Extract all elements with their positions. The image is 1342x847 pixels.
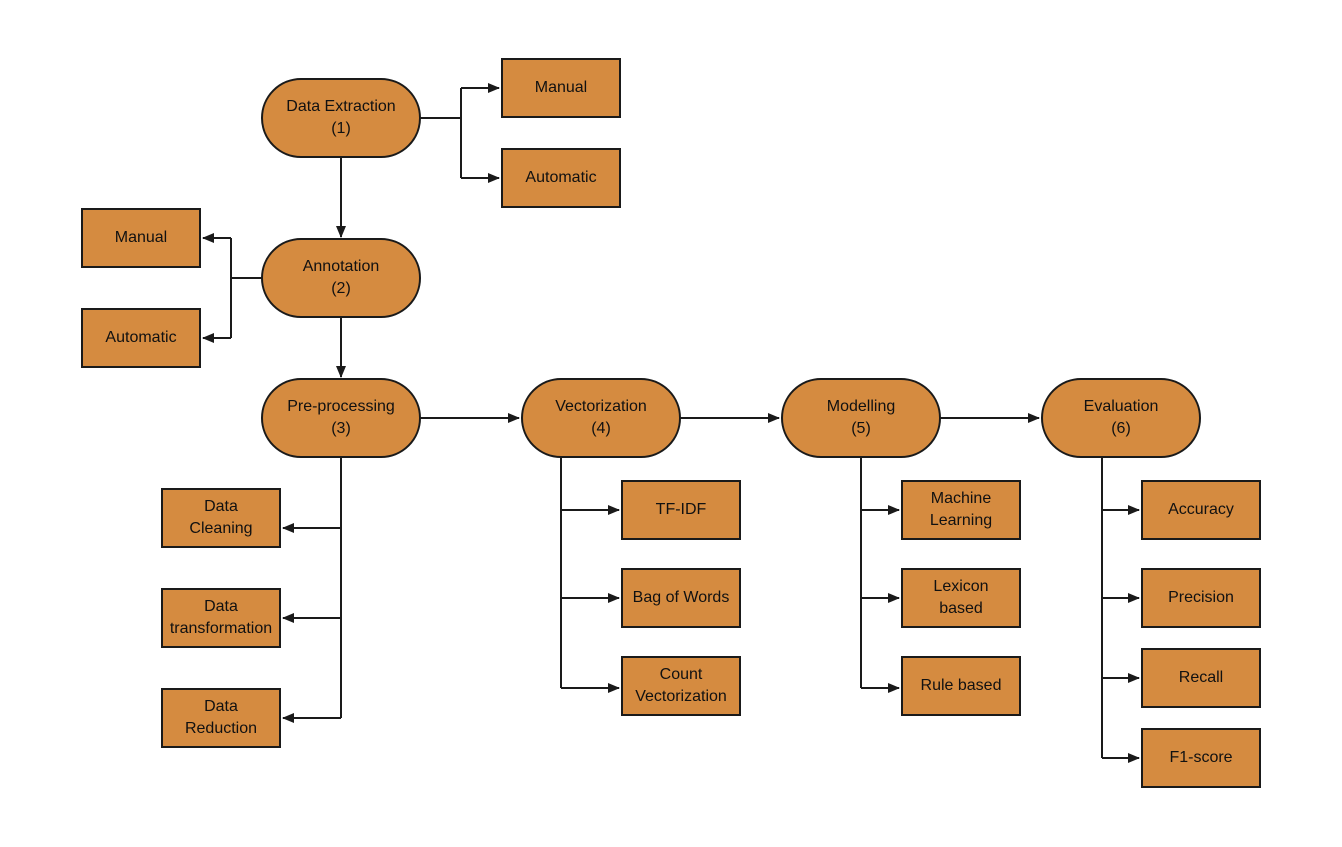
preprocessing-transformation-box: Data transformation <box>161 588 281 648</box>
evaluation-f1-box: F1-score <box>1141 728 1261 788</box>
evaluation-accuracy-box: Accuracy <box>1141 480 1261 540</box>
stage-title: Annotation <box>302 258 380 275</box>
box-label-line: Data <box>204 498 238 515</box>
box-label-line: Count <box>659 666 703 683</box>
box-label: Accuracy <box>1168 501 1234 518</box>
box-label-line: Data <box>204 598 238 615</box>
stage-pre-processing: Pre-processing (3) <box>261 378 421 458</box>
stage-modelling: Modelling (5) <box>781 378 941 458</box>
modelling-rule-box: Rule based <box>901 656 1021 716</box>
vectorization-tfidf-box: TF-IDF <box>621 480 741 540</box>
box-label-line: Bag of Words <box>632 589 730 606</box>
stage-annotation: Annotation (2) <box>261 238 421 318</box>
vectorization-bow-box: Bag of Words <box>621 568 741 628</box>
box-label-line: transformation <box>169 620 273 637</box>
stage-number: (1) <box>331 120 351 137</box>
box-label: Automatic <box>525 169 597 186</box>
annotation-manual-box: Manual <box>81 208 201 268</box>
box-label: Precision <box>1168 589 1234 606</box>
box-label-line: Lexicon <box>933 578 989 595</box>
stage-evaluation: Evaluation (6) <box>1041 378 1201 458</box>
box-label: Manual <box>114 229 168 246</box>
preprocessing-cleaning-box: Data Cleaning <box>161 488 281 548</box>
connector-annotation-methods <box>230 238 262 338</box>
box-label-line: based <box>939 600 983 617</box>
evaluation-precision-box: Precision <box>1141 568 1261 628</box>
preprocessing-reduction-box: Data Reduction <box>161 688 281 748</box>
stage-number: (2) <box>331 280 351 297</box>
box-label: Manual <box>534 79 588 96</box>
stage-number: (6) <box>1111 420 1131 437</box>
connector-extraction-methods <box>420 88 462 178</box>
stage-number: (3) <box>331 420 351 437</box>
modelling-lexicon-box: Lexicon based <box>901 568 1021 628</box>
box-label-line: Data <box>204 698 238 715</box>
stage-title: Data Extraction <box>286 98 396 115</box>
box-label-line: TF-IDF <box>655 501 707 518</box>
vectorization-count-box: Count Vectorization <box>621 656 741 716</box>
box-label-line: Vectorization <box>635 688 727 705</box>
annotation-automatic-box: Automatic <box>81 308 201 368</box>
extraction-automatic-box: Automatic <box>501 148 621 208</box>
extraction-manual-box: Manual <box>501 58 621 118</box>
stage-number: (5) <box>851 420 871 437</box>
box-label-line: Machine <box>930 490 992 507</box>
box-label-line: Cleaning <box>189 520 253 537</box>
stage-data-extraction: Data Extraction (1) <box>261 78 421 158</box>
stage-title: Pre-processing <box>287 398 395 415</box>
stage-title: Vectorization <box>555 398 647 415</box>
modelling-ml-box: Machine Learning <box>901 480 1021 540</box>
box-label: F1-score <box>1169 749 1233 766</box>
box-label: Recall <box>1178 669 1224 686</box>
box-label-line: Learning <box>929 512 993 529</box>
box-label-line: Reduction <box>184 720 258 737</box>
stage-number: (4) <box>591 420 611 437</box>
box-label: Automatic <box>105 329 177 346</box>
stage-vectorization: Vectorization (4) <box>521 378 681 458</box>
box-label-line: Rule based <box>920 677 1002 694</box>
evaluation-recall-box: Recall <box>1141 648 1261 708</box>
stage-title: Modelling <box>826 398 896 415</box>
stage-title: Evaluation <box>1083 398 1159 415</box>
